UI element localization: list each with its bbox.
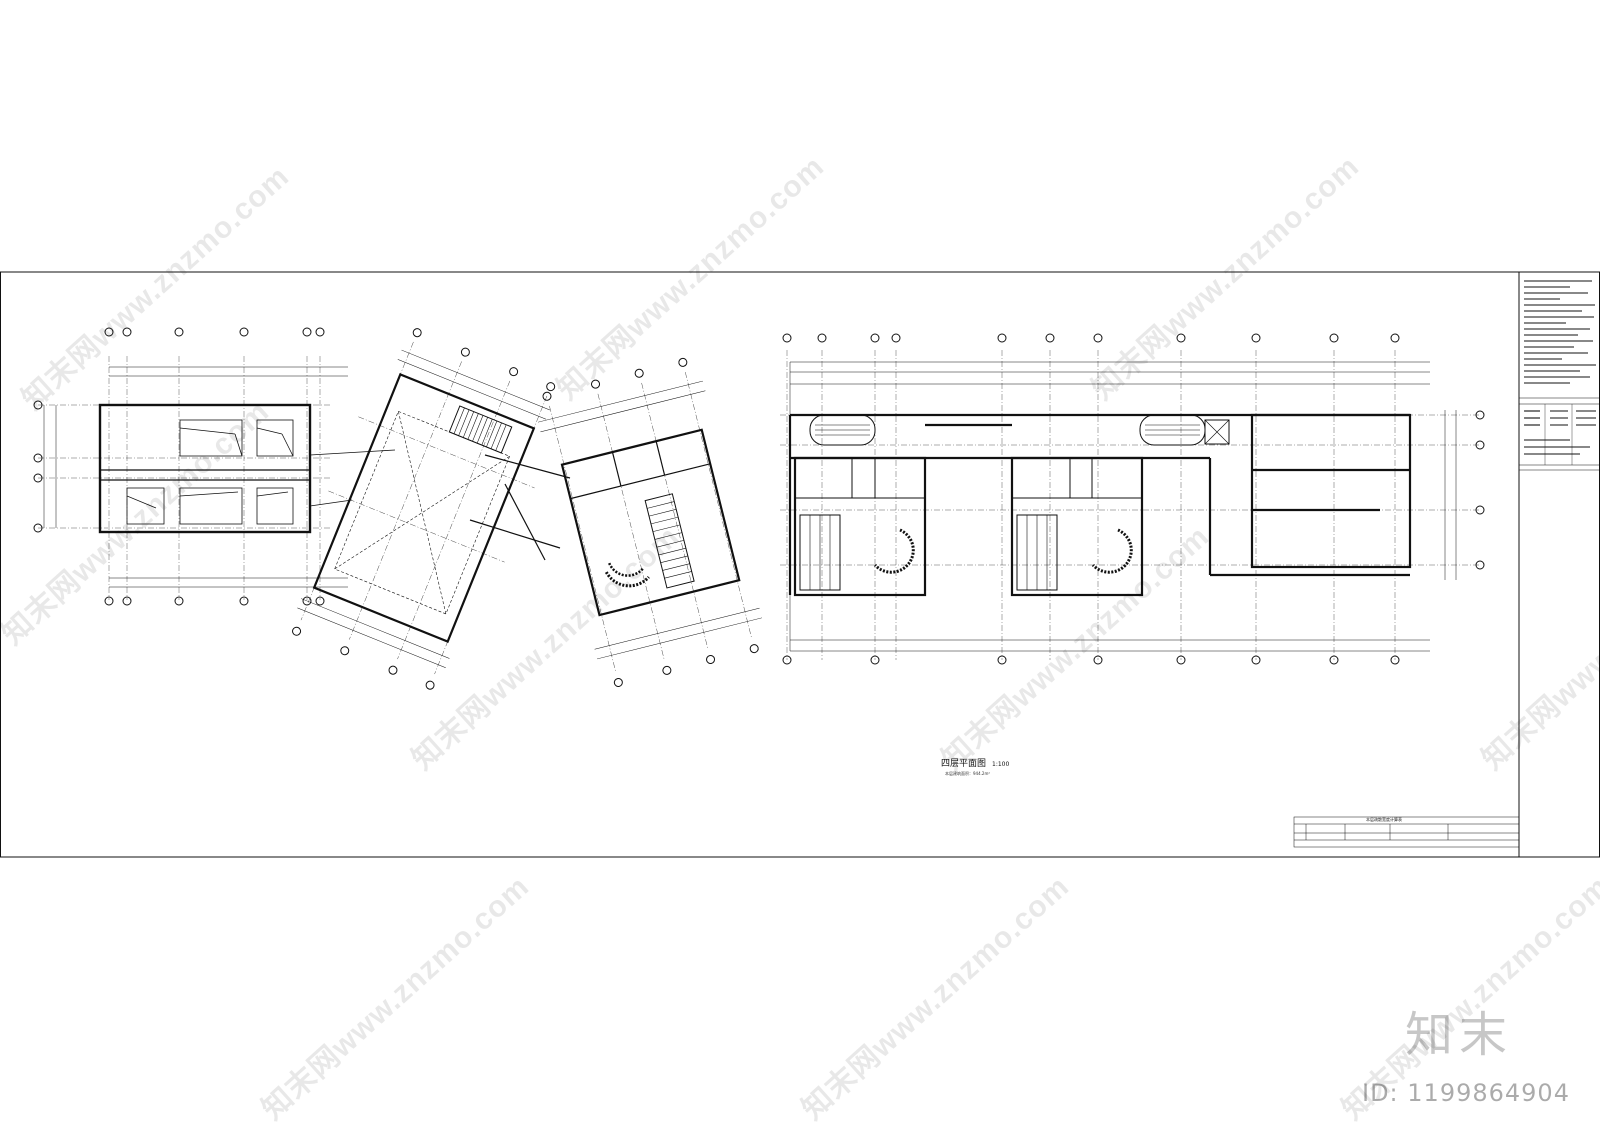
schedule-title: 本层疏散宽度计算表 [1366, 817, 1402, 822]
title-block [1518, 272, 1600, 857]
plan-title: 四层平面图 1:100 [941, 756, 1009, 769]
right-long-wing-plan [780, 333, 1485, 665]
rotated-wing-a [292, 328, 556, 690]
plan-scale: 1:100 [992, 761, 1010, 768]
plan-title-text: 四层平面图 [941, 759, 987, 769]
left-wing-plan [33, 327, 348, 606]
evacuation-width-table [1293, 816, 1520, 848]
rotated-wing-b [537, 357, 763, 687]
plan-area-note: 本层建筑面积：944.2m² [945, 771, 990, 776]
brand-id-label: ID: 1199864904 [1362, 1079, 1570, 1107]
brand-logo: 知末 [1405, 1007, 1514, 1063]
